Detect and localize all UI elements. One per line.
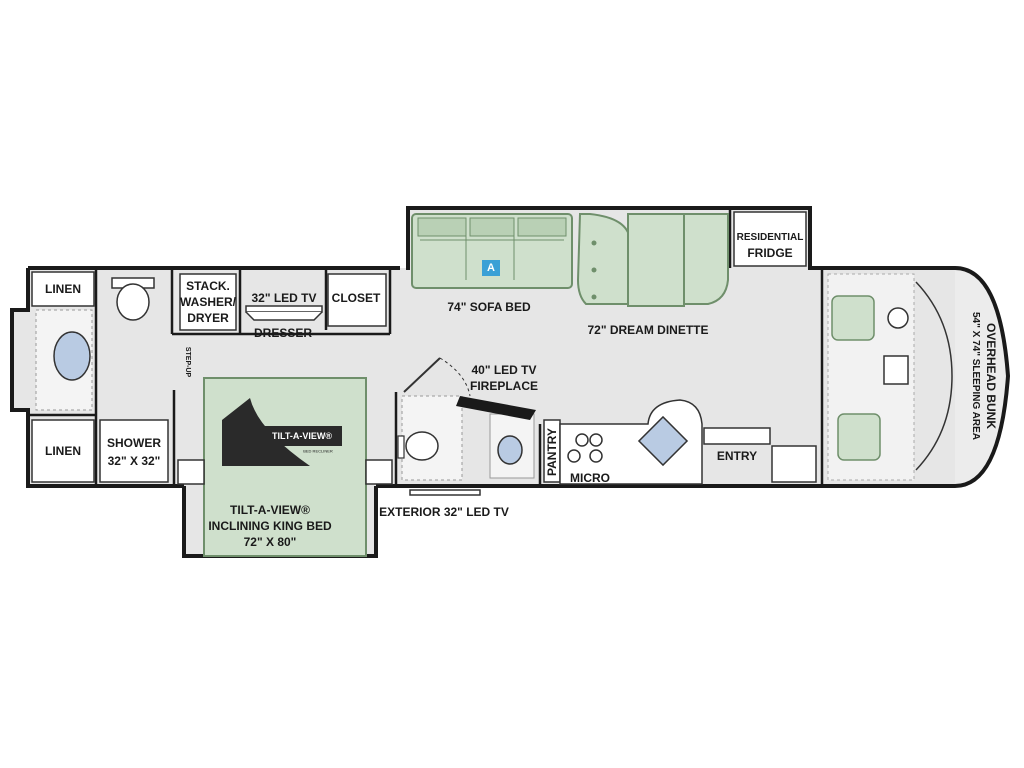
rear-bath [35,277,169,483]
cockpit [827,273,953,481]
galley [543,399,817,485]
mid-bath [397,357,536,481]
dinette [576,213,729,307]
exterior-walls [10,206,1011,558]
king-bed [177,377,393,557]
exterior-tv [409,489,481,496]
interior-walls [30,210,824,486]
linen-closets [31,271,95,483]
residential-fridge [733,211,807,267]
sofa-bed [411,213,573,289]
bedroom-storage [179,273,387,331]
